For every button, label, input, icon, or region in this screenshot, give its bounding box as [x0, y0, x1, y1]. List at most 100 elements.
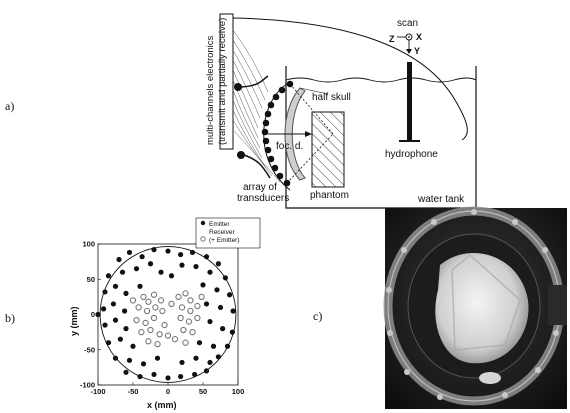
transducer-array	[261, 80, 294, 191]
receiver-point	[175, 293, 182, 301]
emitter-point	[137, 373, 143, 380]
emitter-point	[123, 326, 129, 332]
water-tank-label: water tank	[417, 194, 465, 205]
panel-label-b: b)	[5, 311, 15, 325]
emitter-point	[203, 368, 210, 374]
x-tick-label: 50	[199, 387, 207, 396]
emitter-point	[200, 282, 206, 288]
receiver-point	[135, 304, 142, 311]
receiver-point	[178, 304, 186, 311]
x-axis-label: x (mm)	[147, 400, 177, 410]
emitter-point	[192, 371, 198, 378]
axis-y-arrow	[406, 49, 412, 54]
axis-x-dot	[408, 36, 410, 38]
x-tick-label: 100	[232, 387, 245, 396]
emitter-point	[230, 308, 236, 314]
emitter-point	[154, 355, 161, 361]
receiver-point	[140, 293, 147, 301]
array-label-line1: array of	[243, 182, 277, 193]
skull-sample	[435, 252, 529, 364]
transducer	[264, 110, 272, 118]
emitter-point	[119, 269, 126, 275]
receiver-point	[198, 293, 205, 301]
receiver-point	[145, 298, 152, 305]
receiver-point	[194, 314, 201, 322]
emitter-point	[220, 326, 226, 332]
y-tick-label: 0	[91, 310, 95, 319]
mount-bracket	[548, 285, 567, 325]
hydrophone-cable	[232, 17, 468, 141]
emitter-point	[215, 354, 221, 360]
half-skull-label: half skull	[312, 92, 351, 103]
receiver-point	[187, 297, 194, 304]
emitter-point	[207, 359, 213, 366]
transducer	[267, 101, 275, 109]
water-surface	[285, 77, 477, 83]
emitter-point	[133, 266, 140, 272]
legend: Emitter Receiver (+ Emitter)	[195, 217, 261, 249]
ring-screws	[386, 209, 562, 400]
y-tick-label: -100	[80, 381, 95, 390]
emitter-point	[217, 304, 224, 311]
hydrophone-tip	[479, 372, 501, 384]
emitter-point	[95, 311, 101, 318]
emitter-point	[193, 355, 199, 361]
y-axis-label: y (mm)	[69, 306, 79, 336]
x-tick-label: -100	[90, 387, 105, 396]
receiver-point	[129, 297, 137, 304]
arrowhead	[305, 131, 312, 137]
emitter-point	[105, 340, 112, 346]
emitter-point	[140, 361, 147, 367]
connector-top	[234, 83, 242, 91]
emitter-point	[222, 275, 228, 281]
legend-emitter-marker	[200, 220, 206, 226]
emitter-point	[139, 254, 145, 260]
emitter-point	[214, 287, 220, 293]
receiver-point	[145, 338, 152, 345]
legend-receiver-marker	[200, 236, 206, 242]
legend-box	[195, 217, 261, 249]
y-tick-label: 50	[87, 275, 95, 284]
receiver-point	[159, 307, 166, 315]
phantom	[311, 111, 345, 188]
receiver-point	[157, 297, 165, 304]
transducer	[276, 172, 284, 180]
receiver-point	[182, 339, 189, 346]
y-tick-label: -50	[84, 345, 95, 354]
x-tick-label: -50	[128, 387, 139, 396]
receiver-point	[189, 328, 196, 336]
electronics-box	[219, 13, 234, 150]
emitter-point	[151, 371, 157, 378]
receiver-point	[164, 332, 172, 339]
emitter-point	[165, 375, 171, 381]
transducer	[271, 164, 279, 172]
half-skull	[284, 87, 306, 181]
focal-distance-label: foc. d.	[276, 141, 303, 152]
emitter-point	[189, 249, 196, 256]
emitter-point	[112, 283, 119, 289]
emitter-point	[207, 269, 213, 275]
emitter-point	[112, 317, 119, 323]
setup-diagram: multi-channels electronics (transmit and…	[205, 13, 477, 209]
legend-receiver-label-line2: (+ Emitter)	[209, 237, 240, 244]
emitter-point	[123, 369, 129, 375]
receiver-point	[150, 314, 158, 322]
emitter-point	[112, 355, 119, 361]
emitter-point	[203, 254, 210, 260]
emitter-point	[203, 301, 210, 307]
emitter-point	[105, 273, 112, 279]
receiver-point	[161, 321, 168, 329]
emitter-point	[101, 306, 107, 312]
emitter-point	[130, 343, 136, 349]
emitter-point	[193, 263, 199, 270]
emitter-point	[178, 251, 184, 258]
phantom-label: phantom	[310, 190, 349, 201]
transducer	[272, 93, 280, 101]
receiver-point	[150, 291, 158, 298]
connector-bottom	[237, 151, 245, 159]
emitter-point	[110, 301, 116, 307]
receiver-point	[143, 307, 151, 315]
scan-label: scan	[397, 18, 418, 29]
receiver-point	[156, 331, 163, 338]
